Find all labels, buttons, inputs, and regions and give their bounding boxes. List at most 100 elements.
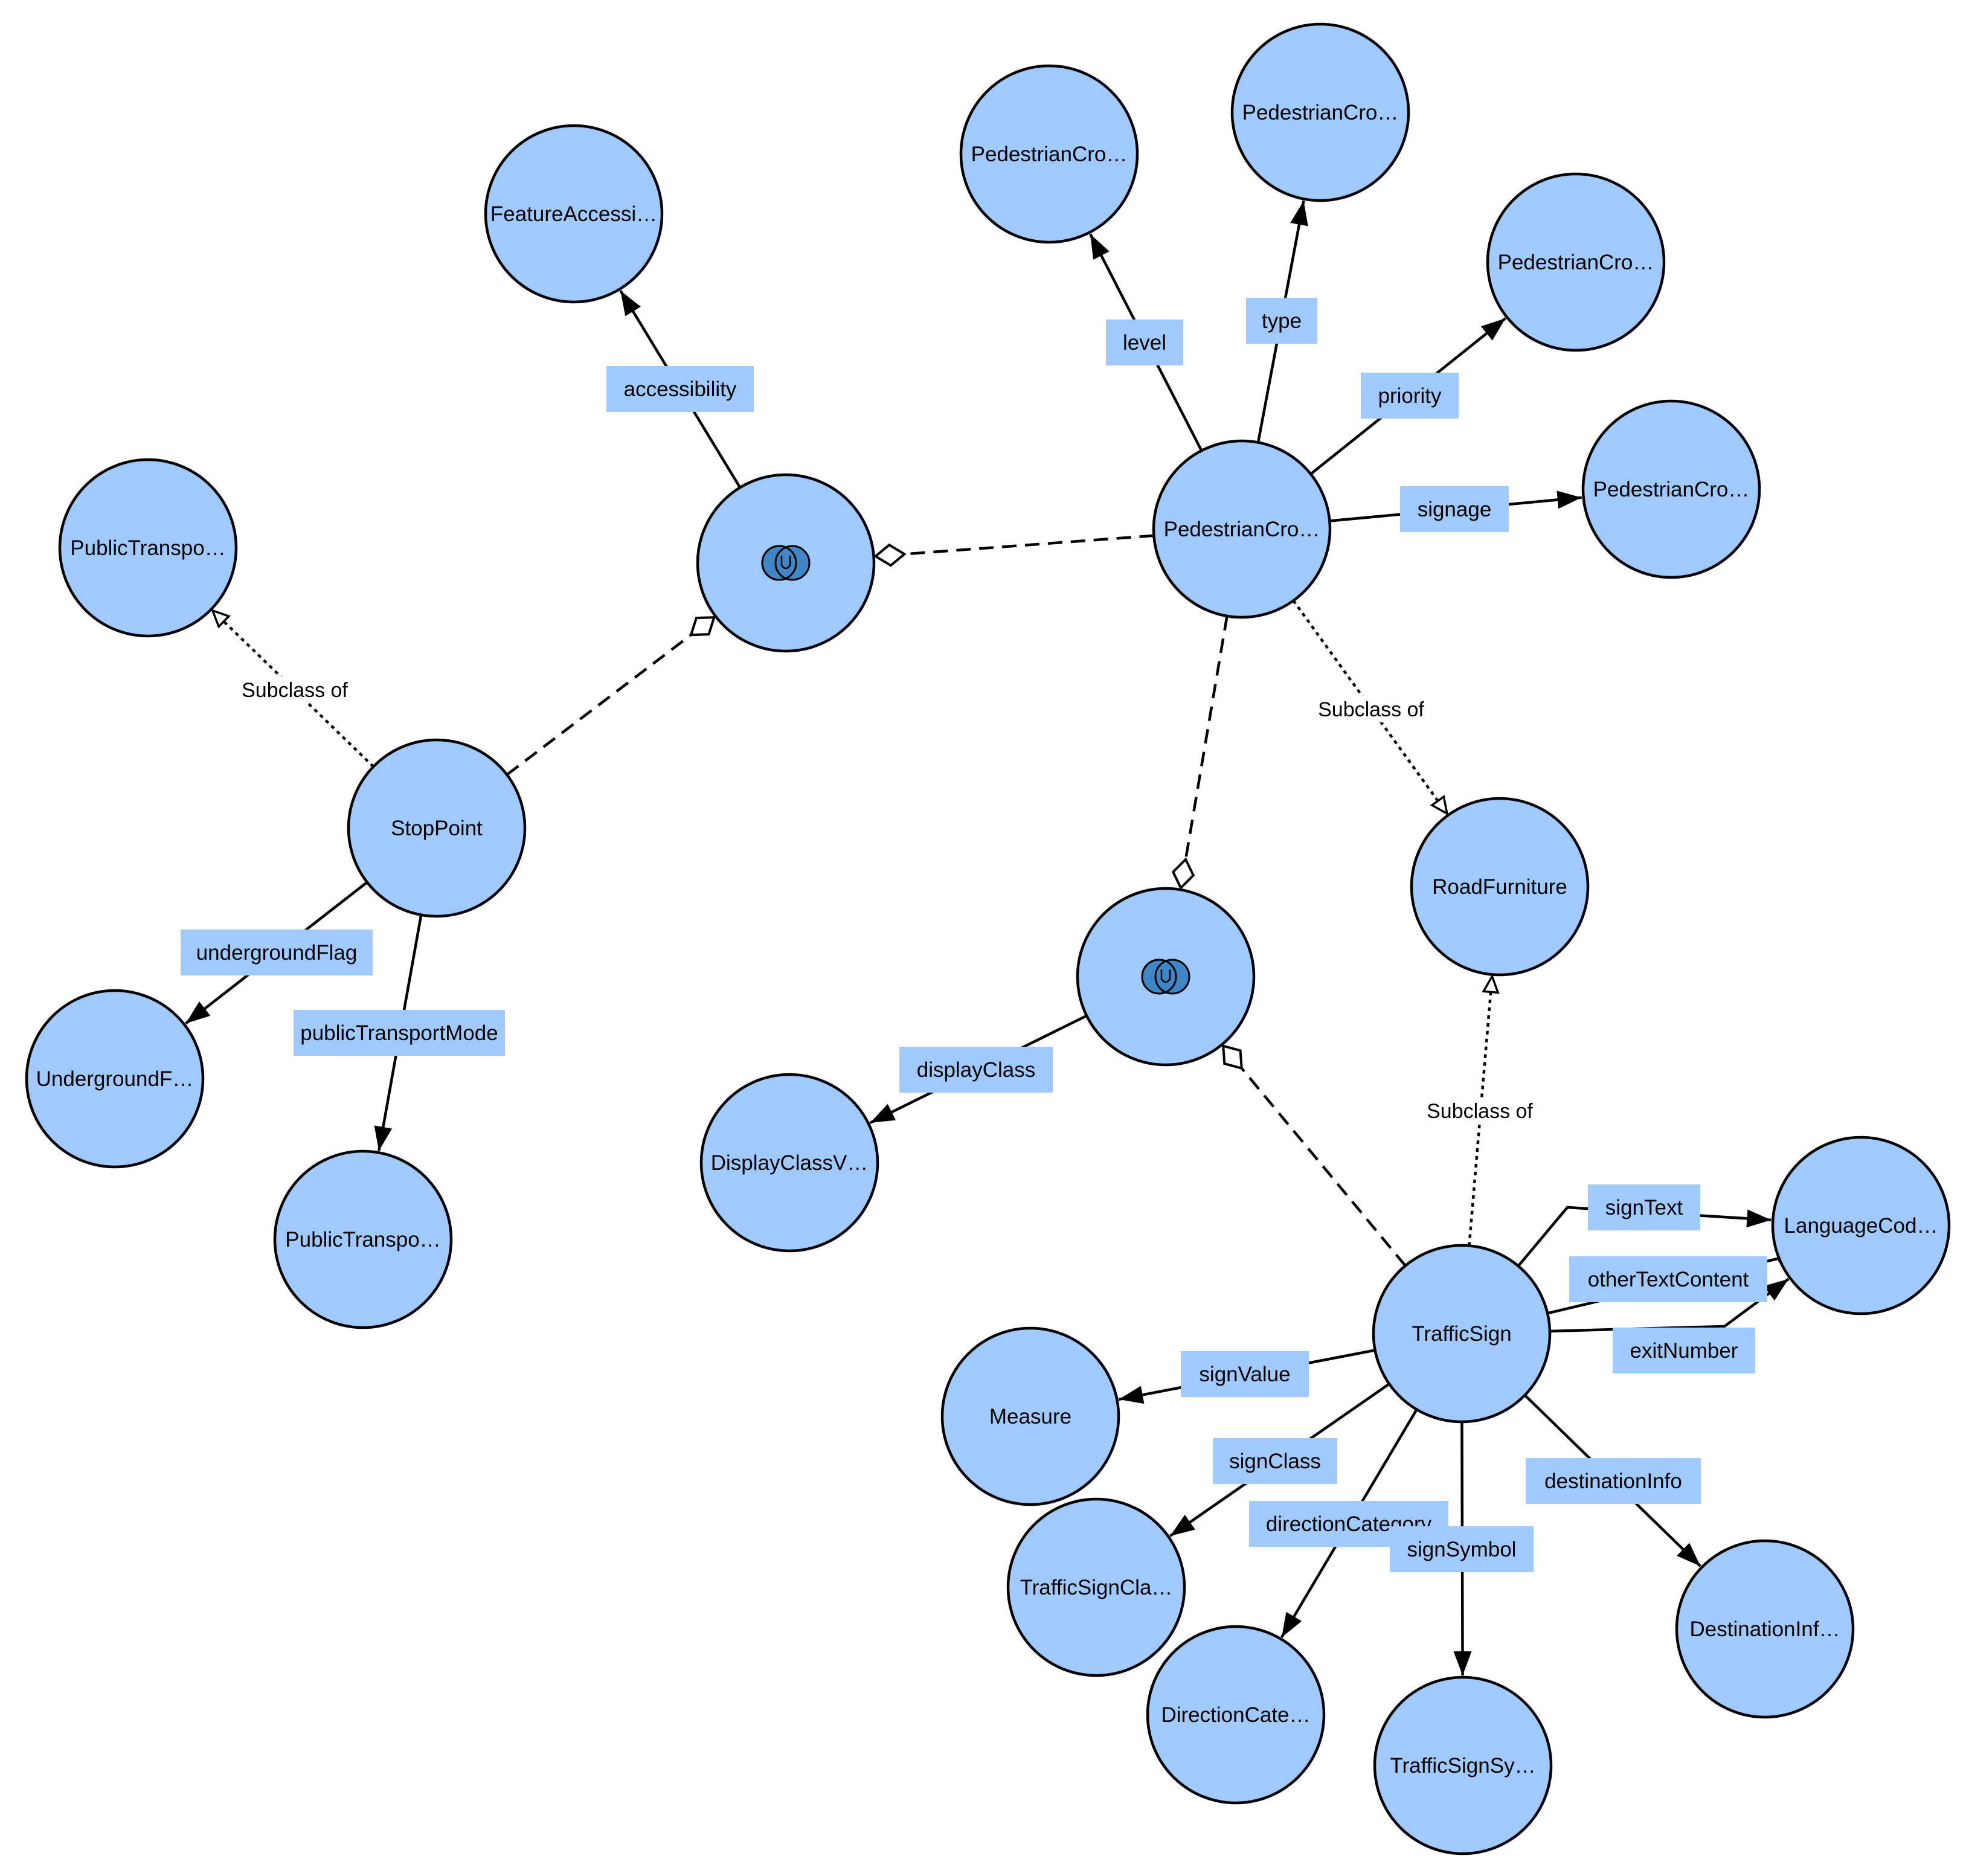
node-circle[interactable] [1372, 1244, 1552, 1424]
node-circle[interactable] [1152, 439, 1332, 619]
arrowhead-icon [1480, 318, 1506, 341]
label-backdrop [222, 676, 367, 703]
node-circle[interactable] [1230, 22, 1410, 202]
node-union-2[interactable] [1076, 887, 1256, 1067]
node-circle[interactable] [347, 738, 527, 918]
node-circle[interactable] [699, 1073, 879, 1253]
node-traffic-sign[interactable]: TrafficSign [1372, 1244, 1552, 1424]
property-label: signage [1418, 498, 1492, 521]
edge-label-exit-number: exitNumber [1613, 1328, 1755, 1373]
node-pedestrian-crossing-signage[interactable]: PedestrianCro… [1581, 399, 1761, 579]
label-box [1106, 320, 1183, 365]
edge-label-accessibility: accessibility [606, 366, 754, 412]
edge-line-union-2-pedestrian [1179, 615, 1229, 888]
label-box [899, 1047, 1053, 1093]
node-pedestrian-crossing-main[interactable]: PedestrianCro… [1152, 439, 1332, 619]
property-label: type [1262, 309, 1302, 333]
node-traffic-sign-symbol[interactable]: TrafficSignSy… [1373, 1675, 1553, 1855]
node-direction-category[interactable]: DirectionCate… [1146, 1625, 1326, 1805]
edge-subclass-pedestrian [1292, 600, 1449, 816]
label-box [1400, 486, 1509, 532]
property-label: destinationInfo [1544, 1470, 1682, 1493]
node-traffic-sign-class[interactable]: TrafficSignCla… [1006, 1497, 1186, 1677]
union-icon [761, 545, 811, 581]
arrowhead-icon [185, 1001, 211, 1024]
hollow-arrowhead-icon [1430, 795, 1449, 816]
edge-label-level: level [1106, 320, 1183, 365]
label-box [1361, 373, 1459, 419]
property-label: otherTextContent [1588, 1268, 1749, 1291]
node-language-code[interactable]: LanguageCod… [1771, 1136, 1951, 1315]
node-circle[interactable] [1581, 399, 1761, 579]
node-label: TrafficSignSy… [1390, 1754, 1535, 1778]
node-circle[interactable] [1006, 1497, 1186, 1677]
node-circle[interactable] [959, 64, 1139, 244]
diamond-icon [1221, 1044, 1243, 1070]
node-circle[interactable] [273, 1149, 453, 1329]
node-label: DisplayClassV… [711, 1151, 869, 1175]
property-label: level [1123, 331, 1166, 355]
node-measure[interactable]: Measure [940, 1326, 1120, 1506]
node-circle[interactable] [1373, 1675, 1553, 1855]
property-label: signValue [1199, 1363, 1290, 1386]
node-label: TrafficSignCla… [1020, 1576, 1173, 1599]
node-underground-flag[interactable]: UndergroundF… [25, 989, 205, 1169]
edge-line-sign-text [1517, 1206, 1772, 1267]
node-circle[interactable] [58, 458, 238, 638]
arrowhead-icon [1677, 1543, 1701, 1567]
node-label: PedestrianCro… [971, 143, 1128, 166]
edge-sign-text [1517, 1206, 1772, 1267]
node-public-transport-top[interactable]: PublicTranspo… [58, 458, 238, 638]
label-box [1246, 298, 1317, 344]
node-public-transport-mode[interactable]: PublicTranspo… [273, 1149, 453, 1329]
node-feature-accessibility[interactable]: FeatureAccessi… [484, 124, 664, 304]
node-label: PublicTranspo… [285, 1228, 440, 1251]
node-circle[interactable] [1146, 1625, 1326, 1805]
diamond-icon [1171, 857, 1195, 890]
label-box [606, 366, 754, 412]
node-circle[interactable] [940, 1326, 1120, 1506]
node-circle[interactable] [1675, 1539, 1855, 1719]
node-circle[interactable] [1771, 1136, 1951, 1315]
node-label: PedestrianCro… [1593, 478, 1750, 501]
edge-label-subclass-trafficsign: Subclass of [1407, 1097, 1552, 1124]
node-destination-info[interactable]: DestinationInf… [1675, 1539, 1855, 1719]
diamond-icon [873, 543, 907, 567]
node-label: PublicTranspo… [70, 536, 225, 560]
node-circle[interactable] [1410, 797, 1590, 977]
arrowhead-icon [1556, 490, 1582, 509]
property-label: publicTransportMode [300, 1021, 498, 1045]
label-backdrop [1407, 1097, 1552, 1124]
node-label: StopPoint [391, 817, 483, 840]
node-road-furniture[interactable]: RoadFurniture [1410, 797, 1590, 977]
node-stop-point[interactable]: StopPoint [347, 738, 527, 918]
edge-label-sign-symbol: signSymbol [1390, 1526, 1534, 1572]
node-pedestrian-crossing-type[interactable]: PedestrianCro… [1230, 22, 1410, 202]
label-box [294, 1010, 505, 1056]
subclass-label: Subclass of [242, 679, 348, 702]
node-pedestrian-crossing-priority[interactable]: PedestrianCro… [1486, 172, 1666, 352]
node-layer: FeatureAccessi… PublicTranspo… PedestrianC… [25, 22, 1951, 1855]
arrowhead-icon [1290, 201, 1308, 226]
label-box [181, 930, 373, 975]
edge-label-priority: priority [1361, 373, 1459, 419]
node-circle[interactable] [25, 989, 205, 1169]
node-circle[interactable] [1486, 172, 1666, 352]
node-circle[interactable] [484, 124, 664, 304]
edge-label-subclass-pedestrian: Subclass of [1299, 696, 1444, 722]
label-box [1526, 1458, 1701, 1504]
property-label: exitNumber [1630, 1339, 1738, 1363]
node-label: Measure [989, 1405, 1071, 1428]
arrowhead-icon [1764, 1279, 1789, 1301]
property-label: accessibility [624, 377, 737, 401]
arrowhead-icon [374, 1125, 393, 1151]
edge-label-sign-class: signClass [1213, 1438, 1337, 1484]
edge-union-2-trafficsign [1221, 1044, 1407, 1267]
node-pedestrian-crossing-level[interactable]: PedestrianCro… [959, 64, 1139, 244]
node-display-class[interactable]: DisplayClassV… [699, 1073, 879, 1253]
subclass-label: Subclass of [1427, 1100, 1533, 1123]
property-label: signSymbol [1407, 1538, 1517, 1561]
node-union-1[interactable] [696, 473, 876, 653]
node-label: DestinationInf… [1689, 1617, 1840, 1641]
